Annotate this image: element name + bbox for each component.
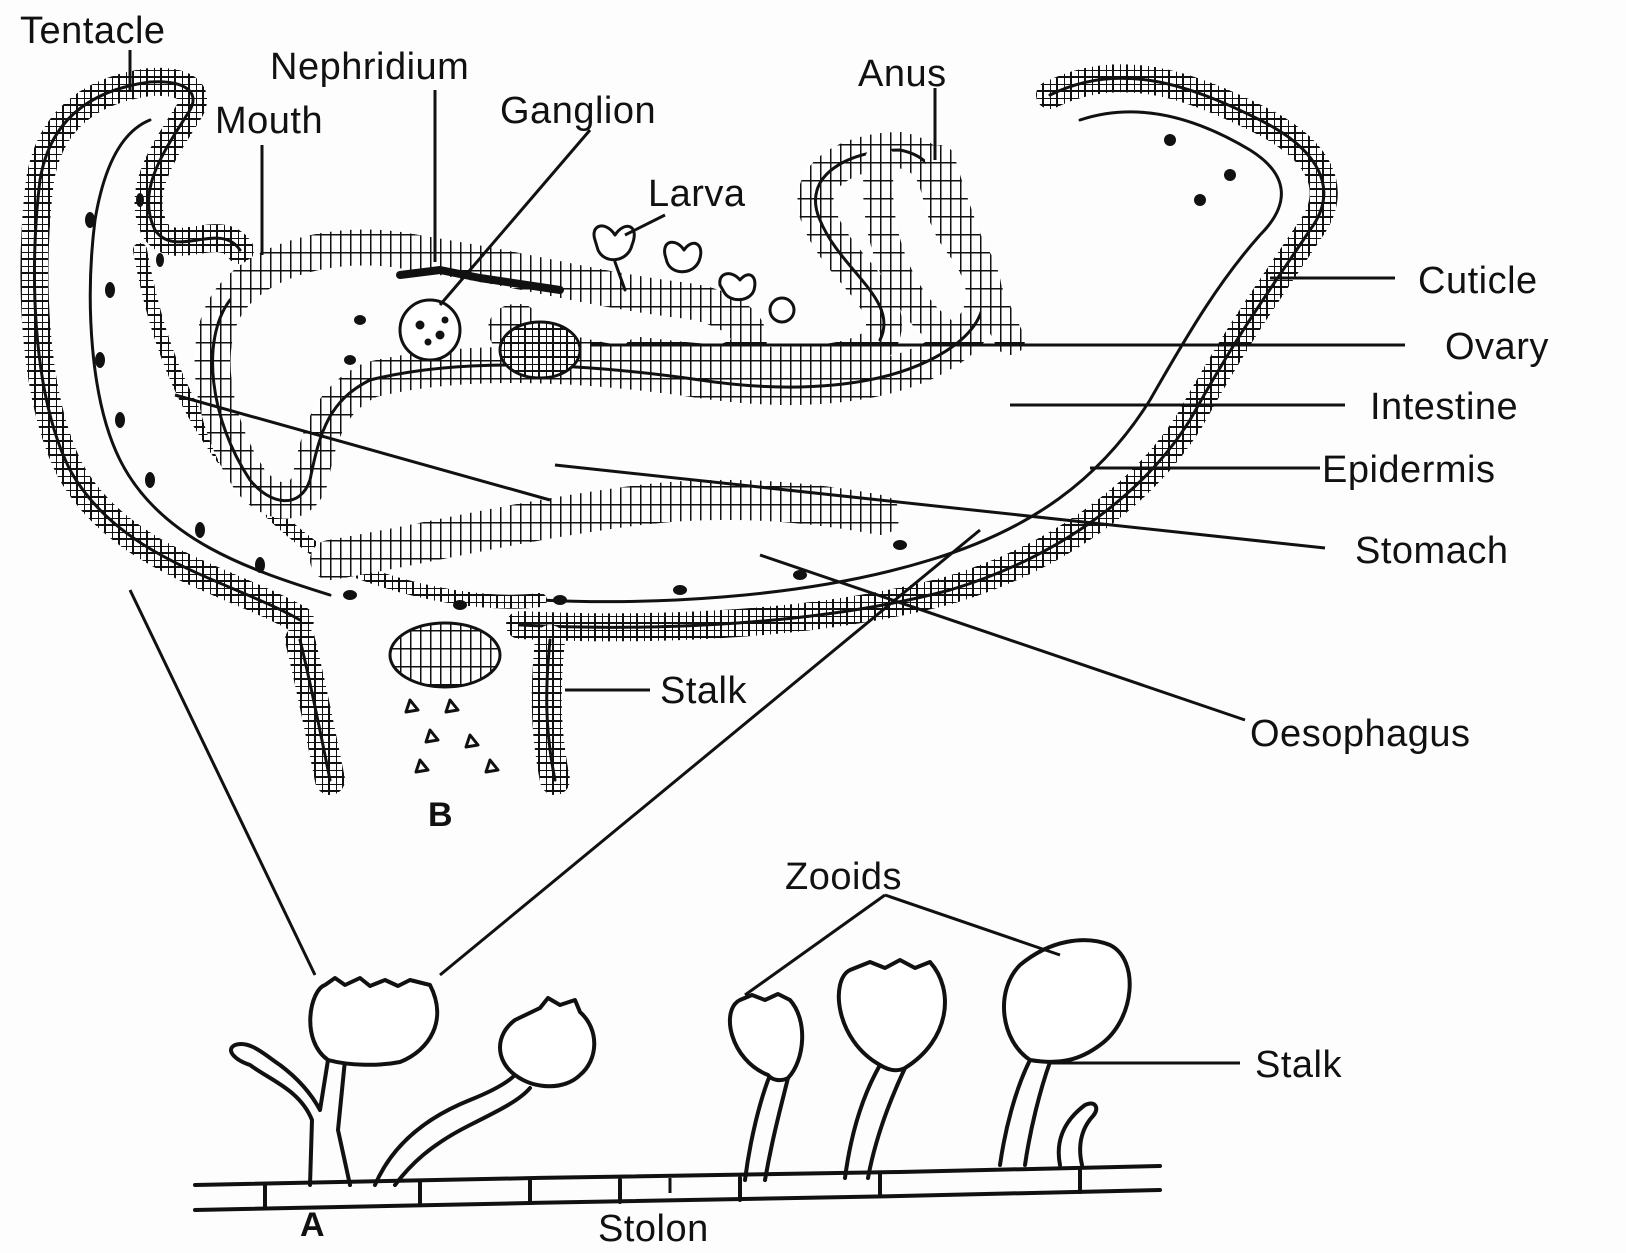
- label-stomach: Stomach: [1355, 532, 1508, 570]
- label-zooids: Zooids: [785, 858, 902, 896]
- label-stalk-b: Stalk: [660, 672, 747, 710]
- label-stalk-a: Stalk: [1255, 1046, 1342, 1084]
- label-nephridium: Nephridium: [270, 48, 469, 86]
- zooid-3: [730, 994, 802, 1080]
- label-cuticle: Cuticle: [1418, 262, 1538, 300]
- colony-a: [195, 940, 1160, 1210]
- label-epidermis: Epidermis: [1322, 451, 1495, 489]
- zooid-5: [1004, 940, 1130, 1062]
- label-mouth: Mouth: [215, 102, 323, 140]
- zooid-1: [310, 978, 437, 1065]
- zooid-2: [500, 998, 594, 1086]
- label-oesophagus: Oesophagus: [1250, 715, 1471, 753]
- label-stolon: Stolon: [598, 1210, 709, 1248]
- ovary: [500, 322, 580, 378]
- diaphragm: [390, 623, 500, 687]
- label-anus: Anus: [858, 55, 947, 93]
- bud: [1059, 1103, 1097, 1165]
- label-intestine: Intestine: [1370, 388, 1518, 426]
- figure-label-b: B: [428, 798, 453, 832]
- ganglion: [400, 300, 460, 360]
- stolon: [195, 1166, 1160, 1185]
- label-ganglion: Ganglion: [500, 92, 656, 130]
- label-tentacle: Tentacle: [20, 12, 166, 50]
- label-larva: Larva: [648, 175, 746, 213]
- label-ovary: Ovary: [1445, 328, 1549, 366]
- figure-label-a: A: [300, 1208, 325, 1242]
- zooid-4: [839, 960, 945, 1070]
